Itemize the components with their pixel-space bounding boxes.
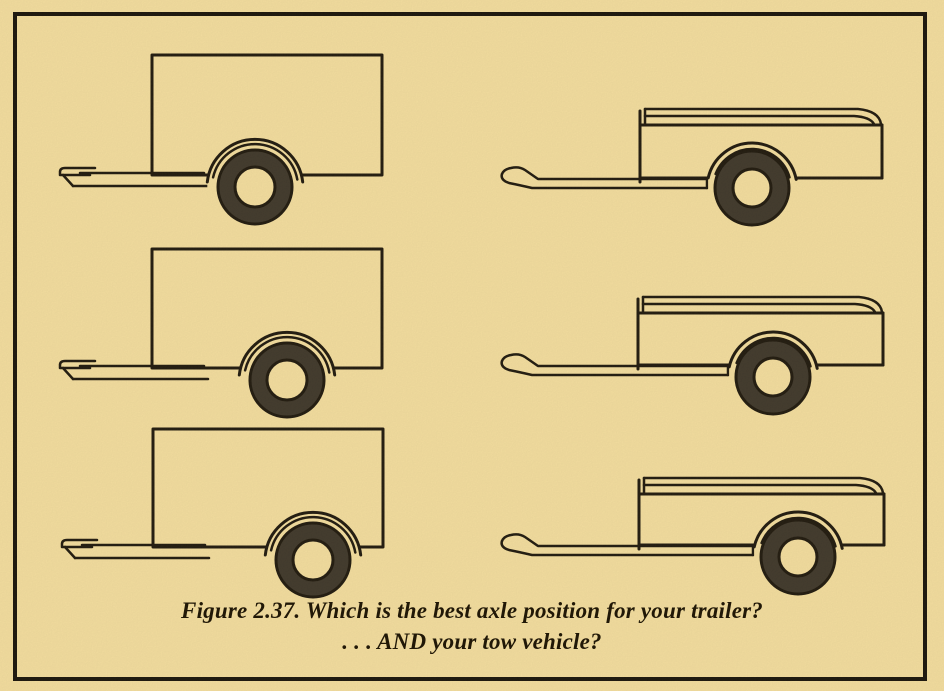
figure-caption: Figure 2.37. Which is the best axle posi… [0, 595, 944, 657]
figure-caption-line1: Figure 2.37. Which is the best axle posi… [181, 598, 763, 623]
figure-caption-line2: . . . AND your tow vehicle? [342, 629, 602, 654]
